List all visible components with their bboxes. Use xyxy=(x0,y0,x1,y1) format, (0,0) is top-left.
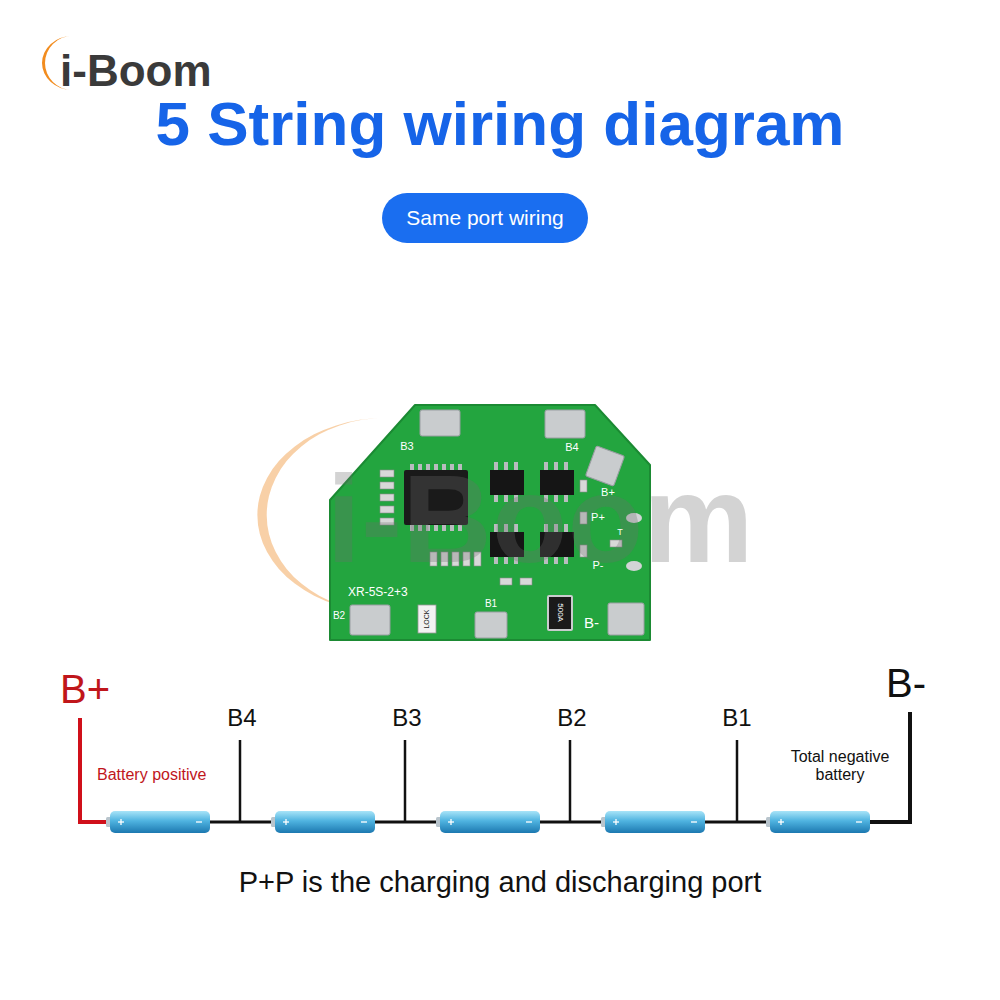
tap-label: B1 xyxy=(722,704,751,732)
board-model: XR-5S-2+3 xyxy=(348,586,408,600)
pill-button: Same port wiring xyxy=(382,193,588,243)
pad-label: P- xyxy=(593,559,604,572)
pad-label: B4 xyxy=(565,441,578,454)
pad-label: B2 xyxy=(333,610,345,622)
pad-label: B3 xyxy=(400,440,413,453)
tap-label: B4 xyxy=(227,704,256,732)
note: Total negative battery xyxy=(781,748,899,785)
terminal-label: B- xyxy=(886,660,926,706)
note: Battery positive xyxy=(97,766,206,784)
caption: P+P is the charging and discharging port xyxy=(239,866,762,899)
pad-label: T xyxy=(617,527,623,537)
terminal-label: B+ xyxy=(60,666,110,712)
pad-label: B+ xyxy=(601,486,615,499)
title: 5 String wiring diagram xyxy=(156,88,845,159)
watermark: i-Boom xyxy=(326,448,753,591)
resistor-value: 500A xyxy=(555,604,564,623)
tap-label: B3 xyxy=(392,704,421,732)
logo-text: i-Boom xyxy=(60,46,212,97)
pill-text: Same port wiring xyxy=(406,206,564,230)
pad-label: B- xyxy=(584,614,599,631)
pad-label: P+ xyxy=(591,511,605,524)
tap-label: B2 xyxy=(557,704,586,732)
wiring xyxy=(80,712,910,822)
battery-cells xyxy=(106,811,870,833)
pad-label: B1 xyxy=(485,598,497,610)
lock-mark: LOCK xyxy=(423,609,431,628)
